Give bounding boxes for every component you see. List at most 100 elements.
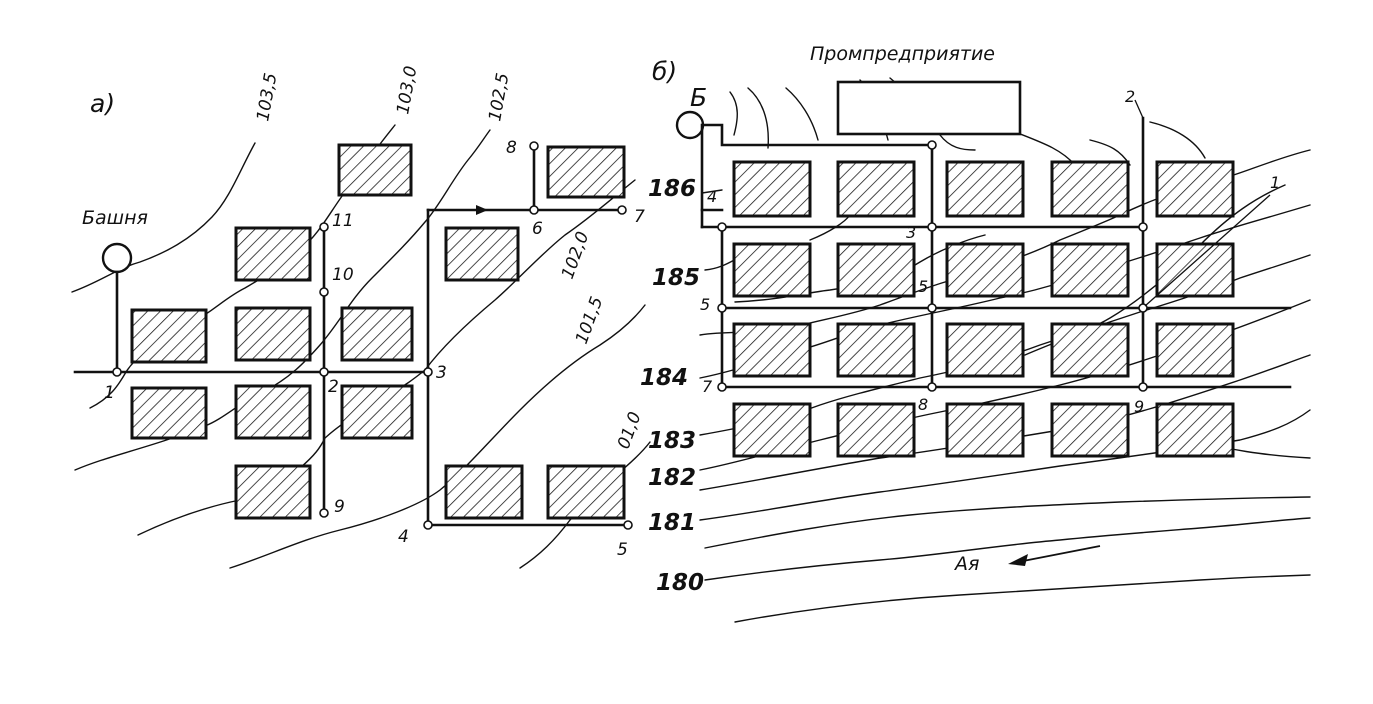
node-label-9: 9 — [1134, 397, 1144, 416]
node-label-10: 10 — [332, 265, 354, 285]
tower-icon — [101, 242, 133, 274]
node-label-5: 5 — [700, 295, 710, 314]
block — [732, 322, 812, 378]
contour-103-5 — [71, 142, 256, 293]
node-7 — [717, 382, 727, 392]
contour-180-a — [704, 496, 1311, 549]
elev-label-181: 181 — [648, 510, 696, 536]
contour-label-103-5: 103,5 — [253, 71, 281, 122]
node-1 — [112, 367, 122, 377]
block — [234, 226, 312, 282]
block — [444, 464, 524, 520]
contour-181 — [699, 409, 1311, 521]
contour-river — [734, 574, 1311, 623]
panel-a-nodes — [112, 141, 633, 530]
block — [836, 160, 916, 218]
panel-a-label: а) — [90, 89, 115, 118]
contour-186 — [701, 189, 723, 194]
panel-a: а) Башня — [71, 64, 651, 569]
elev-label-183: 183 — [648, 428, 696, 454]
block — [945, 322, 1025, 378]
contour-186-stub — [785, 87, 819, 141]
panel-b-elevation-labels: 186 185 184 183 182 181 180 — [640, 176, 704, 596]
block — [546, 145, 626, 199]
elev-label-182: 182 — [648, 465, 696, 491]
panel-b-blocks — [732, 160, 1235, 458]
panel-a-node-labels: 1 2 3 4 5 6 7 8 9 10 11 — [104, 138, 645, 560]
node-label-2: 2 — [328, 377, 339, 397]
contour-label-102-5: 102,5 — [485, 71, 513, 122]
node-11 — [319, 222, 329, 232]
panel-a-blocks — [130, 143, 626, 520]
node-label-4: 4 — [398, 527, 409, 547]
pipe-source-link — [701, 123, 934, 147]
node-8 — [529, 141, 539, 151]
block — [945, 242, 1025, 298]
block — [234, 464, 312, 520]
node-7 — [617, 205, 627, 215]
panel-b-nodes — [717, 140, 1148, 392]
node-label-2: 2 — [1125, 87, 1135, 106]
node-5 — [623, 520, 633, 530]
contour-label-103-0: 103,0 — [393, 64, 421, 115]
node-8 — [927, 382, 937, 392]
node-label-7: 7 — [702, 377, 713, 396]
block — [1155, 322, 1235, 378]
plant-label: Промпредприятие — [810, 43, 995, 65]
node — [927, 140, 937, 150]
node-label-8: 8 — [506, 138, 517, 158]
node-label-9: 9 — [334, 497, 345, 517]
contour-label-101-0: 01,0 — [614, 409, 646, 451]
block — [340, 384, 414, 440]
node-5b — [927, 303, 937, 313]
block — [836, 402, 916, 458]
panel-b-label: б) — [652, 57, 677, 86]
block — [234, 384, 312, 440]
contour-180 — [704, 517, 1311, 581]
block — [234, 306, 312, 362]
node-label-11: 11 — [332, 211, 354, 231]
block — [945, 160, 1025, 218]
node-label-4: 4 — [707, 187, 717, 206]
node-5 — [717, 303, 727, 313]
node-3 — [423, 367, 433, 377]
source-icon — [675, 110, 705, 140]
node-2 — [319, 367, 329, 377]
node-label-5b: 5 — [918, 277, 928, 296]
block — [130, 308, 208, 364]
block — [732, 160, 812, 218]
block — [1050, 242, 1130, 298]
node-6 — [529, 205, 539, 215]
panel-b-node-labels: 1 2 3 4 5 5 7 8 9 — [700, 87, 1280, 416]
elev-label-180: 180 — [656, 570, 704, 596]
contour-186-stub — [747, 87, 770, 149]
contour-label-101-5: 101,5 — [572, 294, 607, 347]
node-label-6: 6 — [532, 219, 543, 239]
panel-b: б) Б Промпредприятие — [640, 43, 1311, 623]
node-label-7: 7 — [634, 207, 645, 227]
node-2 — [1138, 222, 1148, 232]
elev-label-186: 186 — [648, 176, 696, 202]
node-label-1: 1 — [104, 383, 115, 403]
plant-building — [836, 80, 1022, 136]
block — [340, 306, 414, 362]
block — [1050, 160, 1130, 218]
panel-b-pipes — [700, 116, 1292, 389]
node-3 — [927, 222, 937, 232]
block — [130, 386, 208, 440]
node-label-8: 8 — [918, 395, 928, 414]
block — [1155, 402, 1235, 458]
river-flow-arrow-icon — [1008, 545, 1101, 566]
block — [1155, 160, 1235, 218]
elev-label-184: 184 — [640, 365, 688, 391]
block — [1050, 322, 1130, 378]
block — [444, 226, 520, 282]
node-label-1: 1 — [1270, 173, 1280, 192]
block — [945, 402, 1025, 458]
tower-label: Башня — [82, 207, 148, 229]
leader-1 — [1144, 194, 1271, 307]
node-4 — [717, 222, 727, 232]
elev-label-185: 185 — [652, 265, 700, 291]
block — [836, 322, 916, 378]
